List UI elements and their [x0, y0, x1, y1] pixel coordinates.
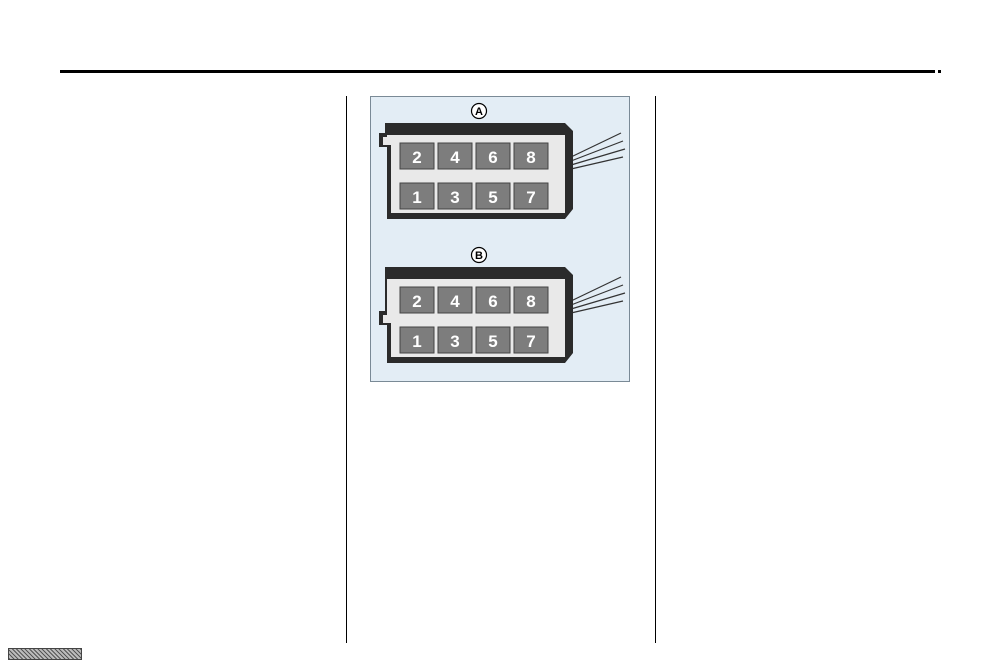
- pins-a: 2 4 6 8 1 3 5 7: [399, 142, 549, 210]
- top-rule: [60, 70, 935, 73]
- column-divider-right: [655, 96, 656, 643]
- svg-text:2: 2: [412, 148, 421, 167]
- pin: 7: [513, 182, 549, 210]
- column-divider-left: [346, 96, 347, 643]
- label-circle-b: B: [470, 246, 488, 264]
- svg-text:7: 7: [526, 188, 535, 207]
- pin: 6: [475, 142, 511, 170]
- pin: 8: [513, 286, 549, 314]
- svg-text:2: 2: [412, 292, 421, 311]
- wires-b: [570, 276, 626, 314]
- connector-b-label: B: [475, 250, 483, 262]
- pin: 5: [475, 182, 511, 210]
- pins-b: 2 4 6 8 1 3 5 7: [399, 286, 549, 354]
- top-rule-end-mark: [938, 70, 941, 73]
- pin: 1: [399, 326, 435, 354]
- pin: 5: [475, 326, 511, 354]
- pin: 4: [437, 286, 473, 314]
- pin: 7: [513, 326, 549, 354]
- svg-text:5: 5: [488, 332, 497, 351]
- svg-text:3: 3: [450, 332, 459, 351]
- pin: 4: [437, 142, 473, 170]
- pin: 8: [513, 142, 549, 170]
- svg-text:6: 6: [488, 292, 497, 311]
- svg-text:3: 3: [450, 188, 459, 207]
- pin: 3: [437, 326, 473, 354]
- svg-text:4: 4: [450, 148, 460, 167]
- pin: 2: [399, 142, 435, 170]
- pin: 3: [437, 182, 473, 210]
- svg-text:7: 7: [526, 332, 535, 351]
- label-circle-a: A: [470, 102, 488, 120]
- connector-a: A 2 4 6 8 1 3 5 7: [379, 102, 626, 219]
- connector-diagram: A 2 4 6 8 1 3 5 7: [379, 102, 626, 363]
- svg-text:4: 4: [450, 292, 460, 311]
- svg-text:8: 8: [526, 292, 535, 311]
- svg-text:8: 8: [526, 148, 535, 167]
- corner-print-mark: [8, 648, 82, 660]
- wires-a: [570, 132, 626, 170]
- pin: 2: [399, 286, 435, 314]
- svg-text:1: 1: [412, 332, 421, 351]
- connector-figure: A 2 4 6 8 1 3 5 7: [370, 96, 630, 382]
- connector-a-label: A: [475, 106, 483, 118]
- svg-text:6: 6: [488, 148, 497, 167]
- svg-text:1: 1: [412, 188, 421, 207]
- connector-b: B 2 4 6 8 1 3 5 7: [379, 246, 626, 363]
- pin: 6: [475, 286, 511, 314]
- pin: 1: [399, 182, 435, 210]
- svg-text:5: 5: [488, 188, 497, 207]
